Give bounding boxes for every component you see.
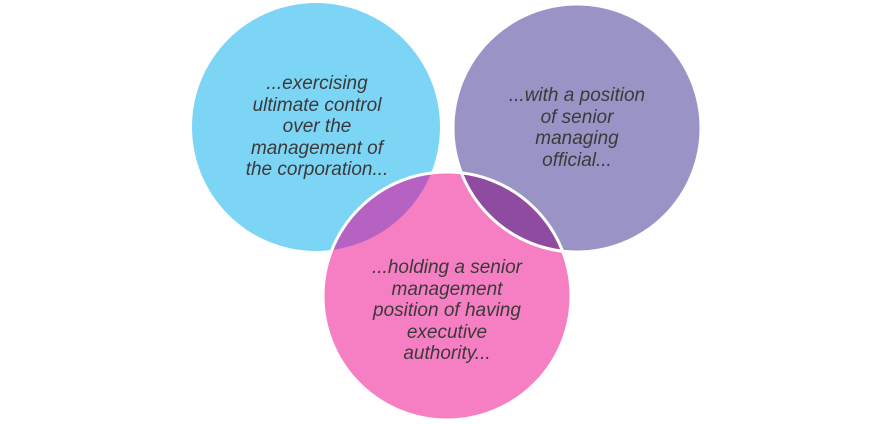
circle-left-label: ...exercising ultimate control over the … bbox=[245, 73, 389, 180]
circle-right-outline bbox=[451, 2, 703, 254]
circle-bottom-label: ...holding a senior management position … bbox=[372, 257, 522, 364]
circle-bottom bbox=[323, 172, 571, 420]
circle-right-label: ...with a position of senior managing of… bbox=[508, 85, 646, 171]
circle-left bbox=[192, 3, 440, 251]
circle-bottom-outline bbox=[321, 170, 573, 422]
circle-right bbox=[453, 4, 701, 252]
